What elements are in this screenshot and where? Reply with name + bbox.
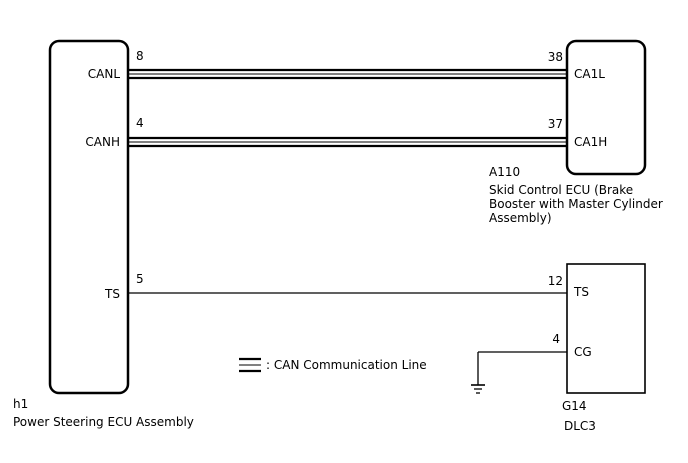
- h1-canh-pin-number: 4: [136, 116, 144, 130]
- a110-ca1h-pin-label: CA1H: [574, 135, 607, 149]
- h1-component-code: h1: [13, 397, 28, 411]
- a110-component-code: A110: [489, 165, 520, 179]
- h1-ts-pin-label: TS: [104, 287, 120, 301]
- can-line-legend-icon: [239, 357, 261, 373]
- a110-ca1h-pin-number: 37: [548, 117, 563, 131]
- h1-canh-pin-label: CANH: [85, 135, 120, 149]
- canh-can-line: [128, 136, 567, 148]
- can-line-legend-text: : CAN Communication Line: [266, 358, 427, 372]
- g14-component-name: DLC3: [564, 419, 596, 433]
- h1-canl-pin-number: 8: [136, 49, 144, 63]
- a110-component-name-line-1: Skid Control ECU (Brake: [489, 183, 633, 197]
- dlc3-box: [566, 263, 646, 394]
- a110-component-name-line-2: Booster with Master Cylinder: [489, 197, 663, 211]
- h1-ts-pin-number: 5: [136, 272, 144, 286]
- cg-ground-wire: [477, 351, 567, 385]
- g14-component-code: G14: [562, 399, 587, 413]
- skid-control-ecu-box: [565, 39, 647, 176]
- a110-ca1l-pin-number: 38: [548, 50, 563, 64]
- h1-component-name: Power Steering ECU Assembly: [13, 415, 194, 429]
- g14-ts-pin-number: 12: [548, 274, 563, 288]
- g14-cg-pin-number: 4: [552, 332, 560, 346]
- a110-ca1l-pin-label: CA1L: [574, 67, 605, 81]
- a110-component-name-line-3: Assembly): [489, 211, 552, 225]
- ground-icon: [471, 384, 485, 394]
- power-steering-ecu-box: [48, 39, 130, 395]
- g14-cg-pin-label: CG: [574, 345, 592, 359]
- g14-ts-pin-label: TS: [573, 285, 589, 299]
- h1-canl-pin-label: CANL: [88, 67, 121, 81]
- canl-can-line: [128, 68, 567, 80]
